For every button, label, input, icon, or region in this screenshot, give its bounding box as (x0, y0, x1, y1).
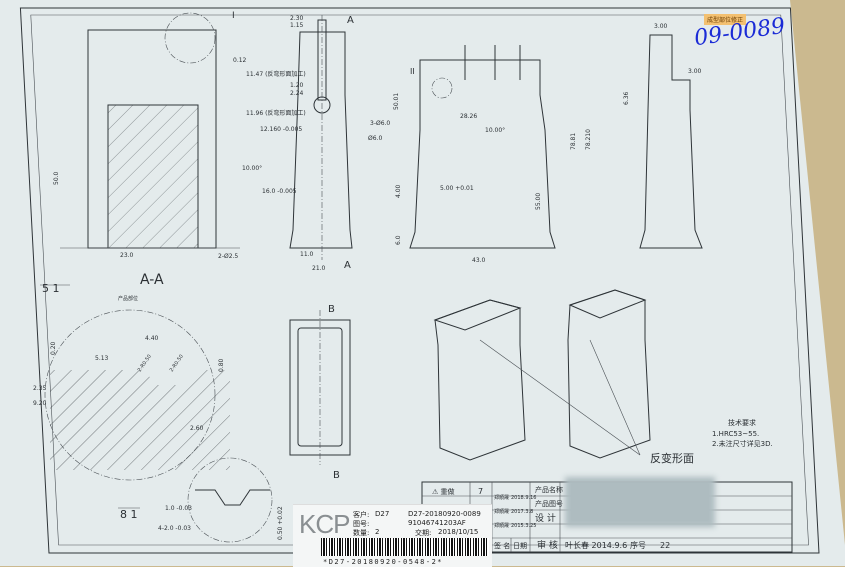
quantity: 2 (375, 528, 380, 536)
line2-label: 2.未注尺寸详见3D. (712, 439, 773, 448)
design-label-label: 设 计 (535, 512, 556, 524)
d-430-label: 43.0 (472, 257, 486, 264)
d-2826-label: 28.26 (460, 113, 477, 120)
d-5001-label: 50.01 (393, 93, 400, 110)
review-label-label: 审 核 (537, 539, 558, 551)
d-050-label: 0.50 +0.02 (277, 506, 284, 540)
section-marker-bottom-label: A (344, 260, 351, 271)
d-12160-label: 12.160 -0.005 (260, 126, 302, 133)
seq-label-label: 序号 (630, 540, 646, 550)
isometric-views: 反变形面 (433, 289, 694, 465)
drawing-number: 91046741203AF (408, 519, 466, 527)
technical-notes: 技术要求 1.HRC53~55. 2.未注尺寸详见3D. (712, 418, 773, 448)
d-235-label: 2.35 (33, 385, 47, 392)
d-16-label: 16.0 -0.005 (262, 188, 297, 195)
view-b-bottom-label: B (333, 470, 340, 481)
d-300a-label: 3.00 (654, 23, 668, 30)
d-115-label: 1.15 (290, 22, 304, 29)
title-label: 技术要求 (728, 418, 756, 427)
note-corner-label: 产品部位 (118, 295, 138, 302)
front-view: II 50.01 28.26 10.00° 5.00 +0.01 4.00 55… (393, 45, 592, 264)
reverse-surface-label: 反变形面 (650, 451, 694, 465)
name-label: 郑順晟 (494, 494, 509, 501)
d-500-label: 5.00 +0.01 (440, 185, 474, 192)
d-080-label: 0.80 (218, 358, 225, 372)
revision-num: 7 (478, 487, 483, 496)
customer: D27 (375, 510, 390, 518)
barcode-text: *D27-20180920-0548-2* (323, 558, 444, 566)
d-400-label: 4.00 (395, 184, 402, 198)
section-marker-top-label: A (347, 15, 354, 26)
d-10m-label: 1.0 -0.03 (165, 505, 192, 512)
d-1147-label: 11.47 (反弯形面加工) (246, 70, 306, 78)
name-label: 郑順晟 (494, 508, 509, 515)
d-42-label: 4-2.0 -0.03 (158, 525, 191, 532)
reviewer-label: 叶长春 2014.9.6 (565, 540, 627, 550)
product-name-label-label: 产品名称 (535, 485, 563, 494)
d-7881-label: 78.81 (570, 133, 577, 150)
kcp-logo: KCP (299, 509, 350, 539)
d-21-label: 21.0 (312, 265, 326, 272)
scale-81-label: 8 1 (120, 508, 138, 521)
left-section-view: I 0.12 23.0 50.0 2-Ø2.5 (53, 11, 247, 260)
scale-51-label: 5 1 (42, 282, 60, 295)
date-label-label: 日期 (513, 542, 527, 550)
d-260-label: 2.60 (190, 425, 204, 432)
order-number: D27-20180920-0089 (408, 510, 481, 518)
date-label: 2017.3.8 (511, 509, 533, 515)
d-636-label: 6.36 (623, 91, 630, 105)
revision-sticker: 成型部位修正 (704, 14, 747, 25)
d-120-label: 1.20 (290, 82, 304, 89)
d-10b-label: 10.00° (485, 127, 505, 134)
d-2phi25-label: 2-Ø2.5 (218, 253, 238, 260)
d-224-label: 2.24 (290, 90, 304, 97)
view-b: B B (289, 304, 351, 481)
drawing-label-label: 图号: (353, 520, 370, 528)
d-012-label: 0.12 (233, 57, 247, 64)
delivery-date: 2018/10/15 (438, 528, 479, 536)
customer-label-label: 客户: (353, 511, 370, 519)
d-5500-label: 55.00 (535, 193, 542, 210)
d-11-label: 11.0 (300, 251, 314, 258)
redacted-area (565, 477, 715, 527)
d-10deg-label: 10.00° (242, 165, 262, 172)
d-3phi6-label: 3-Ø6.0 (370, 120, 390, 127)
title-block: ⚠ 重做 7 郑順晟 2018.9.16 郑順晟 2017.3.8 郑順晟 20… (421, 481, 793, 553)
d-440-label: 4.40 (145, 335, 159, 342)
detail-marker-i: I (232, 11, 235, 21)
date-label: 2018.9.16 (511, 495, 536, 501)
d-920-label: 9.20 (33, 400, 47, 407)
qty-label-label: 数量: (353, 529, 370, 537)
d-300b-label: 3.00 (688, 68, 702, 75)
detail-marker-left-label: II (410, 67, 415, 76)
d-78210-label: 78.210 (585, 129, 592, 150)
delivery-label-label: 交期: (415, 529, 432, 537)
d-513-label: 5.13 (95, 355, 109, 362)
d-23-label: 23.0 (120, 252, 134, 259)
line1-label: 1.HRC53~55. (712, 430, 759, 438)
section-aa-detail: 5 1 A-A 产品部位 4.40 5.13 0.20 2.35 9.20 0.… (33, 272, 230, 481)
d-60-label: 6.0 (395, 235, 402, 245)
detail-81: 8 1 1.0 -0.03 4-2.0 -0.03 0.50 +0.02 (118, 457, 284, 543)
name-label: 郑順晟 (494, 522, 509, 529)
revision-label: ⚠ 重做 (432, 487, 455, 496)
d-phi6-label: Ø6.0 (368, 135, 382, 142)
date-label: 2015.3.25 (511, 523, 536, 529)
d-020-label: 0.20 (50, 341, 57, 355)
shipping-label: KCP 客户: D27 D27-20180920-0089 图号: 910467… (293, 504, 492, 567)
right-side-view: 3.00 3.00 6.36 (623, 23, 703, 249)
product-no-label-label: 产品图号 (535, 499, 563, 508)
barcode (321, 538, 489, 556)
d-230-label: 2.30 (290, 15, 304, 22)
side-view-a: 2.30 1.15 A 11.47 (反弯形面加工) 1.20 2.24 11.… (242, 15, 390, 272)
view-b-top-label: B (328, 304, 335, 315)
section-aa-title-label: A-A (140, 272, 164, 288)
d-1196-label: 11.96 (反弯形面加工) (246, 109, 306, 117)
sign-label-label: 签 名 (494, 541, 510, 550)
d-50-label: 50.0 (53, 171, 60, 185)
seq-value-label: 22 (660, 541, 670, 550)
